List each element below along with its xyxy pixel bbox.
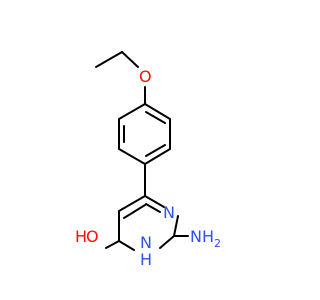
bond-n3-c4 bbox=[118, 240, 135, 251]
bond-ch2-o bbox=[121, 51, 139, 68]
bond-benzene-4 bbox=[118, 148, 146, 165]
nitrogen-ring-lower-label: N bbox=[140, 233, 152, 252]
bond-benzene-6 bbox=[118, 103, 146, 120]
bond-c5-c6 bbox=[118, 195, 146, 212]
bond-c6-n1 bbox=[144, 195, 165, 208]
bond-c4-oh bbox=[105, 240, 120, 249]
nitrogen-ring-upper-label: N bbox=[163, 203, 175, 222]
bond-n1-c2 bbox=[173, 215, 179, 237]
bond-c2-n3 bbox=[159, 235, 175, 249]
bond-benzene-inner-1 bbox=[145, 111, 166, 124]
bond-ch3-ch2 bbox=[95, 51, 123, 68]
amino-n-label: N bbox=[190, 227, 202, 246]
nitrogen-ring-lower-h-label: H bbox=[140, 250, 152, 269]
molecule-structure: O N N H N H 2 H O bbox=[75, 51, 221, 269]
oxygen-hydroxyl-label: O bbox=[86, 227, 99, 246]
bond-c6-n1-inner bbox=[145, 203, 161, 213]
molecule-canvas: O N N H N H 2 H O bbox=[75, 51, 221, 269]
bond-benzene-inner-2 bbox=[145, 144, 166, 157]
amino-h-count-label: 2 bbox=[214, 237, 221, 250]
bond-benzene-3 bbox=[144, 148, 171, 165]
bond-benzene-1 bbox=[144, 103, 171, 120]
oxygen-ether-label: O bbox=[139, 67, 152, 86]
hydroxyl-h-label: H bbox=[75, 227, 87, 246]
amino-h-label: H bbox=[202, 227, 214, 246]
bond-c5-c6-inner bbox=[123, 204, 146, 219]
